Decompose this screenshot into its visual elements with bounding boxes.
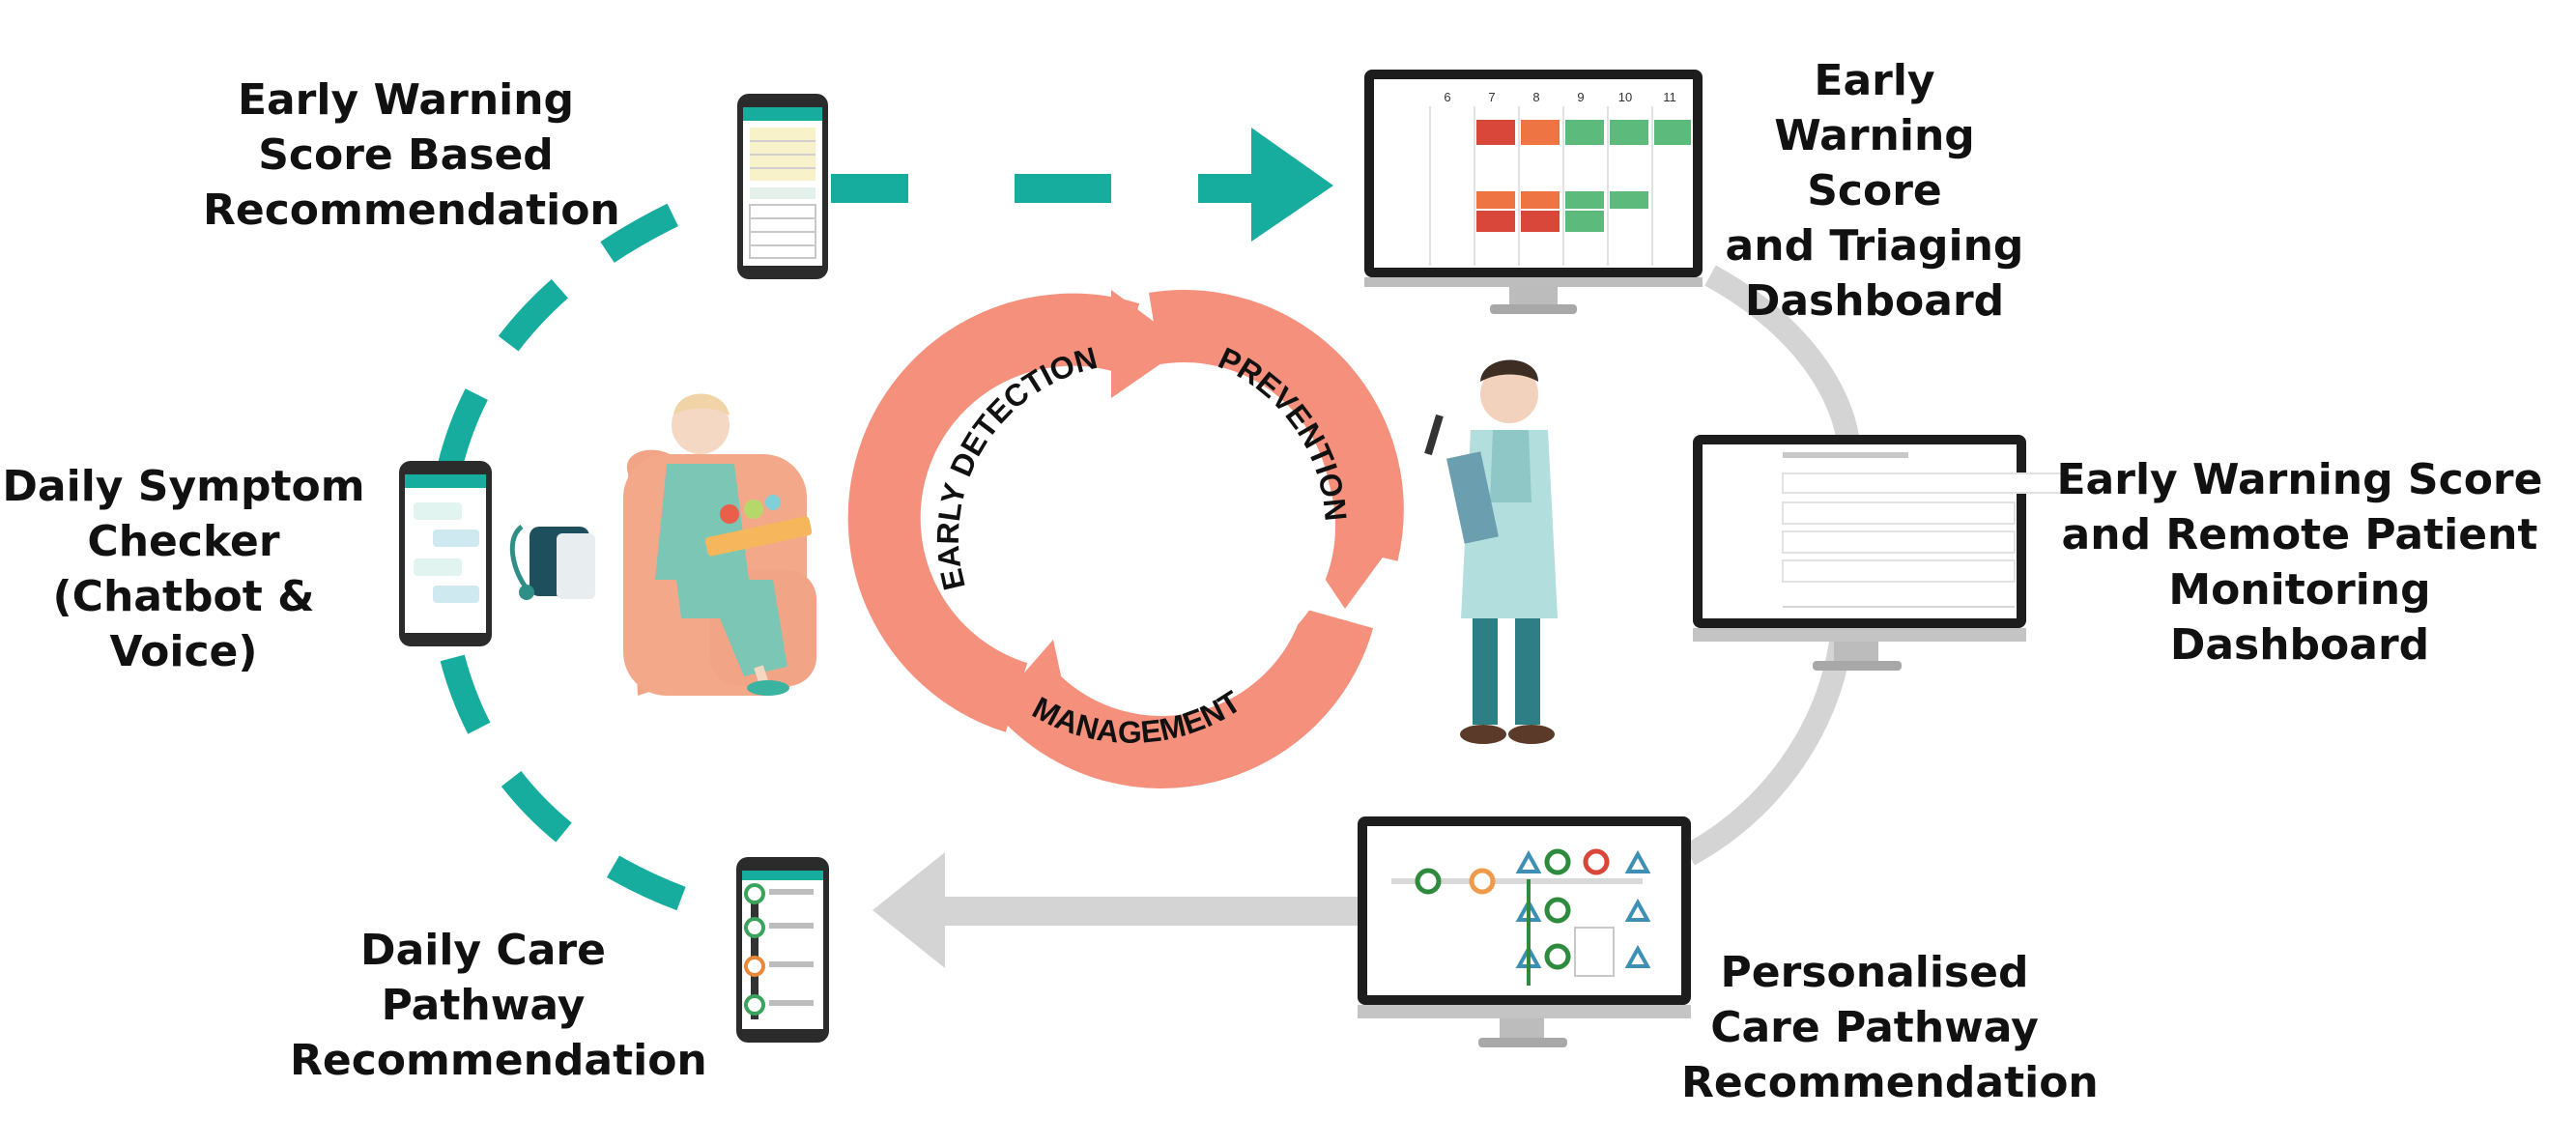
calendar-tile: [1565, 191, 1604, 209]
blood-pressure-monitor-icon: [509, 525, 595, 600]
calendar-tile: [1610, 120, 1648, 145]
label-ews-triaging-dashboard: Early Warning Score and Triaging Dashboa…: [1725, 56, 2024, 326]
calendar-day-10: 10: [1618, 90, 1632, 104]
elderly-patient-illustration: [623, 393, 816, 696]
grey-arc-bottom-right: [1683, 641, 1852, 866]
teal-dash-1: [831, 174, 908, 203]
teal-arrow-head: [1251, 128, 1333, 242]
cycle-segment-prevention: [1149, 290, 1404, 561]
cycle-arrowhead-early-detection: [1111, 290, 1187, 398]
calendar-tile: [1521, 211, 1560, 232]
cycle-segment-management: [1002, 608, 1374, 788]
calendar-tile: [1521, 191, 1560, 209]
monitor-icon-pathway: [1358, 816, 1691, 1047]
cycle-arrowhead-management: [987, 640, 1073, 730]
label-ews-based-recommendation: Early Warning Score Based Recommendation: [203, 75, 620, 235]
calendar-day-9: 9: [1577, 90, 1584, 104]
calendar-day-6: 6: [1444, 90, 1450, 104]
grey-arc-top-right: [1704, 265, 1859, 440]
cycle-segment-early-detection: [847, 293, 1140, 732]
calendar-day-8: 8: [1532, 90, 1539, 104]
calendar-tile: [1565, 120, 1604, 145]
doctor-illustration: [1424, 359, 1558, 744]
cycle-inner-hole: [1042, 380, 1335, 673]
calendar-grid-lines: [1429, 106, 1653, 266]
phone-icon: [737, 94, 828, 279]
teal-dash-3: [1198, 174, 1261, 203]
calendar-tile: [1476, 211, 1515, 232]
label-daily-symptom-checker: Daily Symptom Checker (Chatbot & Voice): [2, 462, 365, 676]
calendar-tile: [1565, 211, 1604, 232]
calendar-tile: [1476, 191, 1515, 209]
grey-arrow-head: [873, 852, 945, 968]
calendar-day-7: 7: [1488, 90, 1495, 104]
calendar-tile: [1654, 120, 1691, 145]
calendar-tile: [1521, 120, 1560, 145]
calendar-tile: [1476, 120, 1515, 145]
calendar-day-11: 11: [1663, 90, 1676, 104]
calendar-tile: [1610, 191, 1648, 209]
label-personalised-care-pathway: Personalised Care Pathway Recommendation: [1681, 948, 2099, 1107]
grey-flow-connectors: [873, 265, 1859, 968]
cycle-graphic: [847, 290, 1404, 788]
label-ews-rpm-dashboard: Early Warning Score and Remote Patient M…: [2056, 455, 2543, 670]
phone-icon-pathway: [736, 857, 829, 1043]
teal-dash-2: [1015, 174, 1111, 203]
label-daily-care-pathway: Daily Care Pathway Recommendation: [290, 926, 707, 1085]
grey-arrow-shaft: [935, 897, 1360, 926]
monitor-icon-triaging: 6 7 8 9 10 11: [1364, 70, 1703, 314]
monitor-icon-rpm: [1693, 435, 2064, 671]
phone-icon-chatbot: [399, 461, 492, 646]
